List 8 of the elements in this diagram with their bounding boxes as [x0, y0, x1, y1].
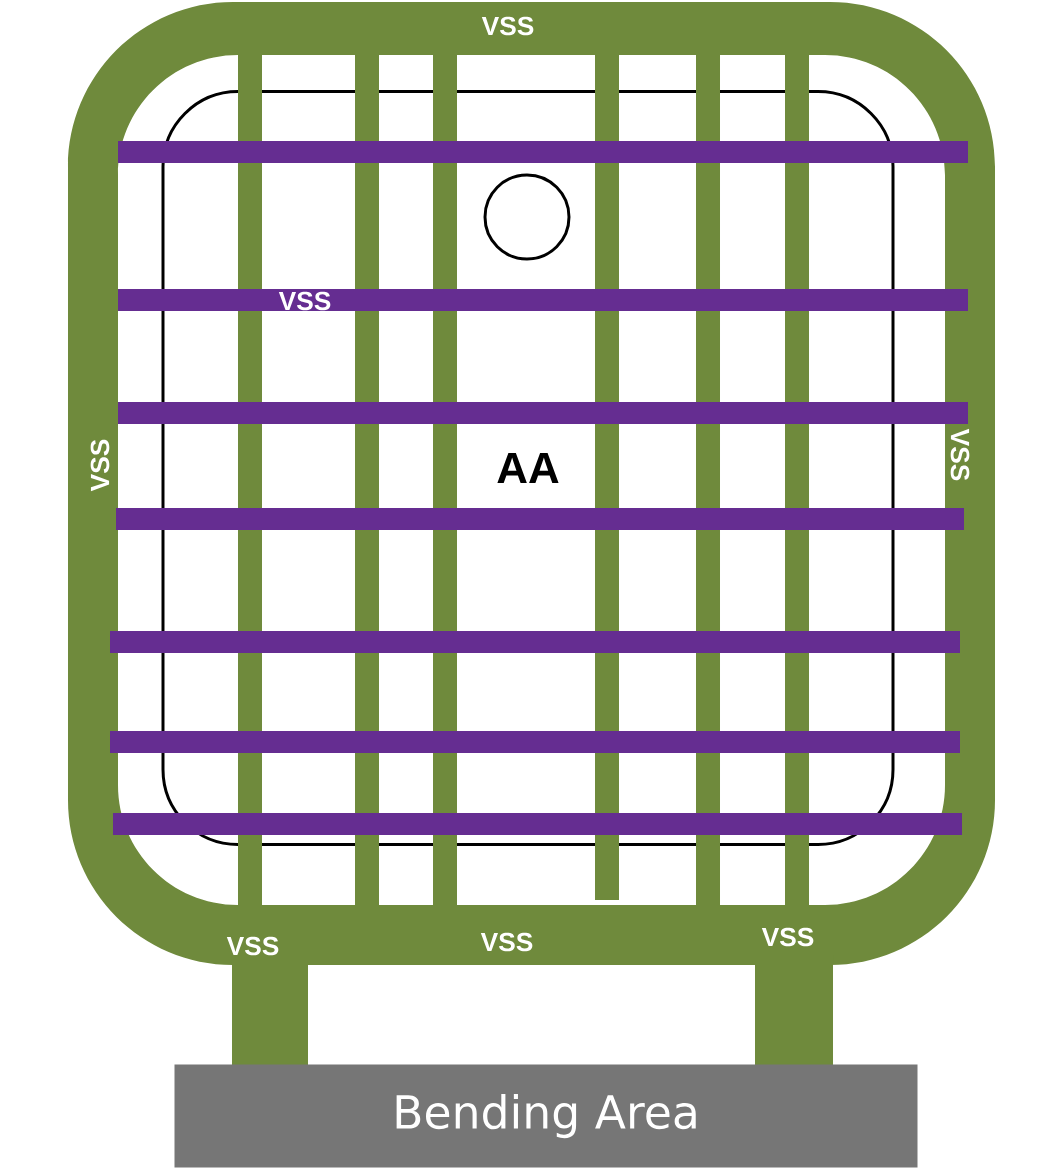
net-label: VSS: [278, 291, 331, 311]
net-label: VSS: [90, 439, 110, 492]
bending-area-box: Bending Area: [174, 1064, 918, 1168]
net-label: VSS: [761, 927, 814, 947]
net-label: VSS: [481, 16, 534, 36]
net-label: VSS: [480, 932, 533, 952]
net-label: VSS: [950, 428, 970, 481]
net-label: VSS: [226, 936, 279, 956]
